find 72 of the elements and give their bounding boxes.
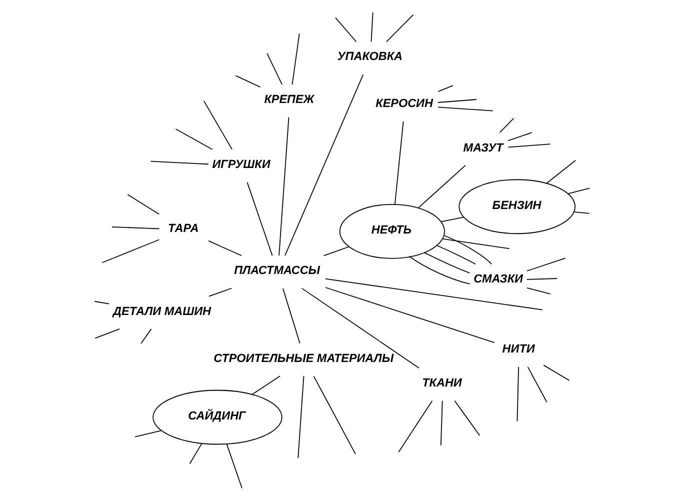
connector [298, 376, 304, 458]
connector [150, 160, 209, 165]
connector [438, 106, 494, 112]
connector [203, 100, 232, 150]
connector [208, 240, 242, 256]
connector [499, 118, 514, 133]
connector [292, 33, 300, 85]
connector [442, 238, 510, 250]
connector [266, 52, 282, 85]
connector [208, 288, 232, 297]
connector [444, 235, 492, 264]
connector [301, 288, 420, 368]
connector [516, 366, 520, 422]
connector [546, 160, 576, 184]
connector [335, 17, 357, 42]
connector [313, 376, 356, 455]
connector [440, 216, 464, 222]
node-text: ДЕТАЛИ МАШИН [113, 304, 211, 318]
connector [436, 245, 476, 265]
connector [574, 212, 590, 214]
connector [527, 366, 548, 403]
connector [252, 376, 281, 395]
connector [526, 258, 566, 272]
connector [282, 288, 300, 344]
connector [284, 74, 364, 256]
connector [278, 116, 290, 256]
node-ellipse: БЕНЗИН [458, 179, 576, 234]
node-text: УПАКОВКА [337, 50, 402, 64]
connector [235, 75, 261, 88]
connector [526, 278, 558, 280]
node-text: НИТИ [502, 342, 535, 356]
node-text: ПЛАСТМАССЫ [234, 264, 320, 278]
connector [508, 132, 532, 142]
node-text: МАЗУТ [463, 141, 504, 154]
connector [454, 400, 480, 436]
node-text: ИГРУШКИ [212, 158, 270, 171]
connector [424, 252, 470, 274]
connector [325, 287, 495, 343]
connector [568, 188, 590, 194]
connector [409, 256, 470, 284]
connector [398, 400, 433, 452]
connector [508, 144, 551, 148]
connector [226, 443, 242, 489]
connector [438, 85, 454, 92]
connector [438, 99, 477, 103]
connector [386, 14, 414, 42]
connector [175, 128, 213, 150]
node-text: ТКАНИ [422, 376, 462, 390]
node-text: ТАРА [168, 222, 199, 235]
connector [134, 430, 162, 438]
node-text: КРЕПЕЖ [264, 93, 314, 106]
connector [440, 400, 443, 446]
connector [543, 364, 570, 381]
connector [189, 443, 202, 464]
connector [370, 12, 374, 42]
node-text: КЕРОСИН [376, 97, 433, 110]
connector [418, 165, 466, 208]
node-ellipse: НЕФТЬ [339, 204, 445, 259]
connector [140, 328, 152, 344]
node-text: СТРОИТЕЛЬНЫЕ МАТЕРИАЛЫ [214, 352, 394, 365]
node-ellipse: САЙДИНГ [152, 390, 282, 445]
connector [94, 328, 120, 339]
node-text: СМАЗКИ [474, 272, 523, 286]
connector [111, 226, 160, 230]
connector [102, 239, 160, 264]
connector [323, 246, 350, 256]
connector [94, 300, 110, 304]
connector [526, 287, 551, 294]
connector [246, 182, 273, 256]
connector [394, 120, 404, 206]
connector [127, 194, 160, 215]
connector [325, 278, 543, 310]
